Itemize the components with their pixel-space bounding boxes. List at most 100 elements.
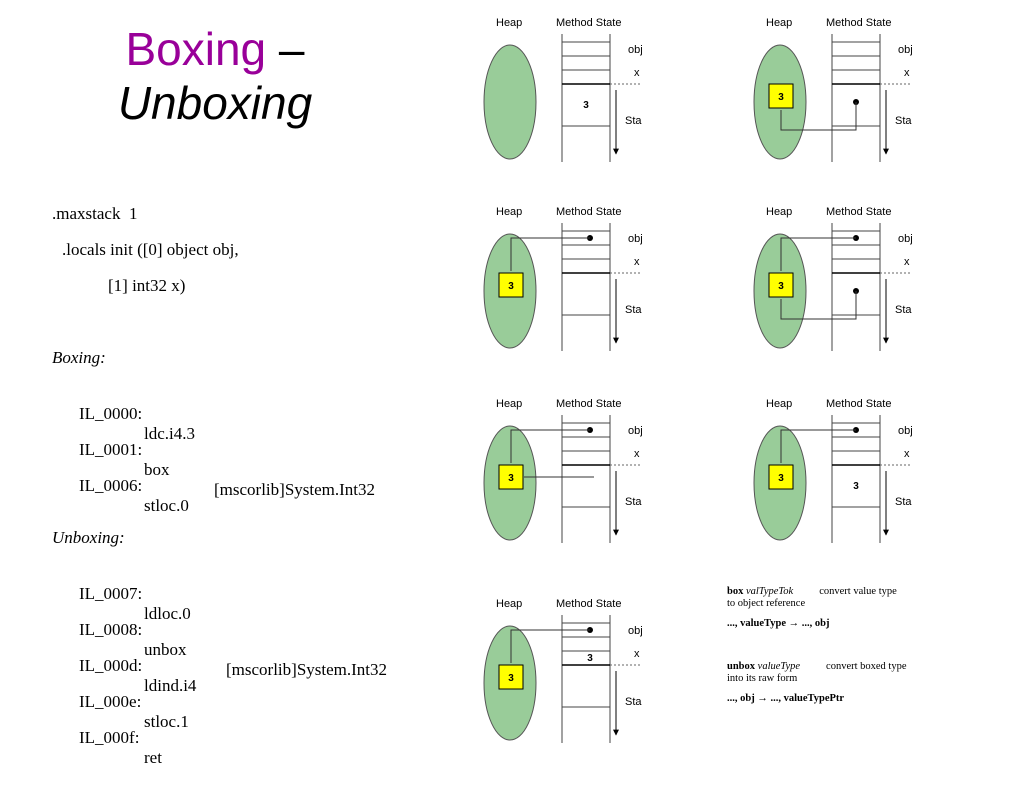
x-label: x: [634, 67, 640, 79]
heap-ellipse: [483, 44, 537, 160]
stack-label: Stack: [625, 696, 642, 708]
code-line: IL_0000: ldc.i4.3: [62, 384, 195, 464]
heap-value: 3: [508, 673, 514, 684]
method-state-label: Method State: [826, 398, 891, 410]
title-boxing: Boxing: [125, 23, 267, 75]
reference-arrow: [780, 291, 857, 320]
code-label: IL_000f:: [79, 728, 140, 747]
x-label: x: [904, 448, 910, 460]
code-op: ldloc.0: [144, 604, 191, 623]
code-arg: [mscorlib]System.Int32: [226, 660, 388, 679]
unbox-arg: valueType: [757, 661, 801, 672]
unboxing-header: Unboxing:: [52, 528, 125, 547]
boxed-value: [768, 464, 794, 490]
obj-label: obj: [628, 44, 642, 56]
heap-label: Heap: [496, 206, 522, 218]
method-state-label: Method State: [556, 17, 621, 29]
obj-label: obj: [628, 233, 642, 245]
stack-label: Stack: [895, 496, 912, 508]
box-desc: convert value type: [819, 586, 897, 597]
method-state-label: Method State: [826, 17, 891, 29]
unbox-desc: convert boxed type: [826, 661, 907, 672]
code-label: IL_000e:: [79, 692, 142, 711]
stack-value: 3: [853, 481, 859, 492]
boxed-value: [498, 464, 524, 490]
maxstack-line: .maxstack 1: [52, 204, 138, 223]
code-op: stloc.1: [144, 712, 189, 731]
x-label: x: [904, 67, 910, 79]
reference-arrow: [780, 102, 857, 131]
unbox-signature: ..., obj → ..., valueTypePtr: [727, 693, 845, 704]
box-signature: ..., valueType → ..., obj: [727, 618, 830, 629]
box-op: box: [727, 586, 744, 597]
stack-label: Stack: [625, 496, 642, 508]
heap-value: 3: [508, 281, 514, 292]
unbox-desc-2: into its raw form: [727, 673, 798, 684]
heap-value: 3: [778, 92, 784, 103]
reference-arrow: [780, 237, 856, 271]
locals-line-2: [1] int32 x): [108, 276, 186, 295]
locals-line-1: .locals init ([0] object obj,: [62, 240, 239, 259]
heap-label: Heap: [766, 206, 792, 218]
obj-label: obj: [898, 425, 912, 437]
heap-label: Heap: [496, 598, 522, 610]
boxed-value: [768, 272, 794, 298]
code-line: IL_000e: stloc.1: [62, 672, 189, 752]
code-op: box: [144, 460, 170, 479]
heap-value: 3: [508, 473, 514, 484]
code-label: IL_0001:: [79, 440, 143, 459]
box-arg: valTypeTok: [745, 586, 794, 597]
x-label: x: [904, 256, 910, 268]
code-line: IL_0001: box [mscorlib]System.Int32: [62, 420, 375, 520]
memory-diagram: Heap Method State obj x Stack 3: [752, 14, 912, 169]
method-state-label: Method State: [826, 206, 891, 218]
boxed-value: [498, 664, 524, 690]
reference-arrow: [510, 429, 590, 463]
stack-label: Stack: [625, 115, 642, 127]
memory-diagram: Heap Method State obj x Stack 3: [482, 14, 642, 169]
method-state-label: Method State: [556, 598, 621, 610]
unbox-op: unbox: [727, 661, 756, 672]
heap-label: Heap: [766, 17, 792, 29]
reference-arrow: [510, 237, 590, 271]
code-op: ldind.i4: [144, 676, 197, 695]
x-label: x: [634, 448, 640, 460]
method-state-label: Method State: [556, 206, 621, 218]
code-label: IL_000d:: [79, 656, 143, 675]
heap-label: Heap: [496, 398, 522, 410]
code-label: IL_0008:: [79, 620, 143, 639]
code-op: stloc.0: [144, 496, 189, 515]
memory-diagram: Heap Method State obj x Stack 3: [482, 395, 642, 550]
x-label: x: [634, 256, 640, 268]
code-arg: [mscorlib]System.Int32: [214, 480, 376, 499]
code-label: IL_0007:: [79, 584, 143, 603]
code-line: IL_0006: stloc.0: [62, 456, 189, 536]
stack-label: Stack: [895, 304, 912, 316]
obj-label: obj: [898, 233, 912, 245]
stack-label: Stack: [895, 115, 912, 127]
method-state-label: Method State: [556, 398, 621, 410]
stack-label: Stack: [625, 304, 642, 316]
code-label: IL_0006:: [79, 476, 143, 495]
code-line: IL_000d: ldind.i4: [62, 636, 196, 716]
code-line: IL_000f: ret: [62, 708, 162, 788]
title-dash: –: [266, 23, 305, 75]
reference-arrow: [780, 429, 856, 463]
title-unboxing: Unboxing: [117, 77, 313, 129]
slide-title: Boxing – Unboxing: [50, 22, 380, 130]
code-label: IL_0000:: [79, 404, 143, 423]
obj-label: obj: [898, 44, 912, 56]
heap-value: 3: [778, 281, 784, 292]
obj-label: obj: [628, 425, 642, 437]
boxed-value: [768, 83, 794, 109]
memory-diagram: Heap Method State obj x Stack 3 3: [482, 595, 642, 750]
x-label: x: [634, 648, 640, 660]
x-value: 3: [587, 653, 593, 664]
unbox-note: unbox valueType convert boxed type into i…: [727, 661, 937, 705]
reference-arrow: [510, 629, 590, 663]
memory-diagram: Heap Method State obj x Stack 3: [752, 203, 912, 358]
heap-label: Heap: [766, 398, 792, 410]
stack-value: 3: [583, 100, 589, 111]
obj-label: obj: [628, 625, 642, 637]
